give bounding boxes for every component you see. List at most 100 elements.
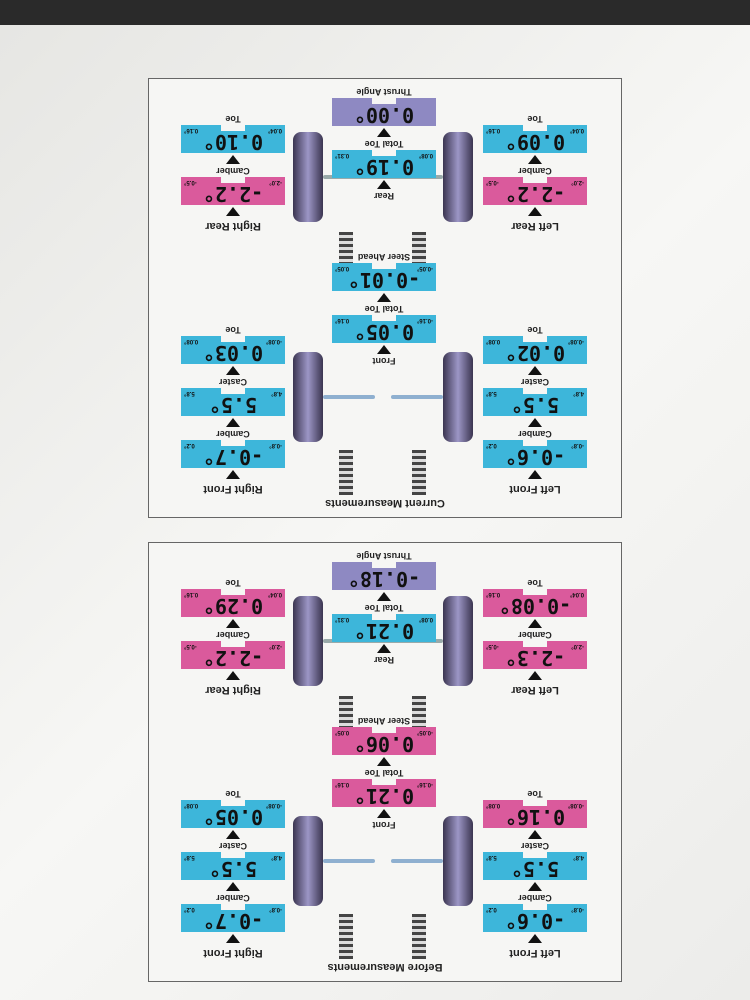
tolerance-notch <box>372 263 396 269</box>
toe-gauge: 0.09° 0.04° 0.16° <box>483 125 587 154</box>
camber-gauge: -0.7° -0.8° 0.2° <box>181 904 285 933</box>
arrow-down-icon <box>377 757 391 766</box>
camber-value: -2.3° <box>504 646 566 670</box>
tolerance-notch <box>523 388 547 394</box>
arrow-down-icon <box>377 809 391 818</box>
spring-graphic <box>412 450 426 495</box>
total-toe-value: 0.05° <box>353 320 415 344</box>
toe-label: Toe <box>527 578 543 588</box>
tolerance-min: -0.8° <box>269 442 282 448</box>
toe-gauge: 0.10° 0.04° 0.16° <box>181 125 285 154</box>
tolerance-min: 4.8° <box>271 390 282 396</box>
camber-gauge: -2.2° -2.0° -0.5° <box>483 177 587 206</box>
tolerance-min: -0.08° <box>265 338 282 344</box>
total-toe-label: Total Toe <box>364 304 404 314</box>
tolerance-min: 0.04° <box>267 591 282 597</box>
camber-label: Camber <box>216 429 250 439</box>
wheel-label: Left Rear <box>511 220 559 232</box>
tolerance-max: 0.05° <box>335 265 350 271</box>
tolerance-max: 0.08° <box>486 338 501 344</box>
arrow-down-icon <box>528 830 542 839</box>
camber-label: Camber <box>518 893 552 903</box>
total-toe-label: Total Toe <box>364 139 404 149</box>
wheel-label: Left Front <box>509 483 561 495</box>
toe-label: Toe <box>527 325 543 335</box>
steer-ahead-gauge: -0.01° -0.05° 0.05° <box>332 263 436 292</box>
camber-label: Camber <box>216 166 250 176</box>
wheel-label: Right Rear <box>205 684 261 696</box>
tolerance-max: 0.2° <box>486 906 497 912</box>
tolerance-min: -2.0° <box>571 643 584 649</box>
arrow-down-icon <box>528 619 542 628</box>
camber-value: -0.6° <box>504 909 566 933</box>
tolerance-notch <box>523 125 547 131</box>
arrow-down-icon <box>528 155 542 164</box>
left-front-section: Left Front -0.6° -0.8° 0.2° Camber 5.5° … <box>481 325 589 495</box>
tolerance-notch <box>221 641 245 647</box>
total-toe-value: 0.21° <box>353 619 415 643</box>
thrust-angle-label: Thrust Angle <box>356 87 412 97</box>
arrow-down-icon <box>528 882 542 891</box>
tolerance-min: -2.0° <box>269 179 282 185</box>
tolerance-max: 0.16° <box>184 127 199 133</box>
control-arm <box>323 859 375 863</box>
caster-gauge: 5.5° 4.8° 5.8° <box>483 388 587 417</box>
camber-gauge: -0.6° -0.8° 0.2° <box>483 440 587 469</box>
total-toe-gauge: 0.19° 0.08° 0.31° <box>332 150 436 179</box>
arrow-down-icon <box>377 128 391 137</box>
spring-graphic <box>412 914 426 959</box>
tolerance-min: -0.8° <box>571 442 584 448</box>
total-toe-label: Total Toe <box>364 768 404 778</box>
arrow-down-icon <box>226 671 240 680</box>
measurements-panel: Before Measurements Left Front -0.6° -0.… <box>148 542 622 982</box>
tolerance-max: 0.16° <box>486 591 501 597</box>
tolerance-min: -0.08° <box>567 338 584 344</box>
arrow-down-icon <box>226 155 240 164</box>
total-toe-gauge: 0.21° -0.16° 0.16° <box>332 779 436 808</box>
tolerance-notch <box>372 727 396 733</box>
toe-value: -0.08° <box>498 594 572 618</box>
front-section: Front 0.05° -0.16° 0.16° Total Toe -0.01… <box>330 252 438 367</box>
wheel-label: Right Front <box>203 483 263 495</box>
wheel-graphic <box>293 352 323 442</box>
tolerance-notch <box>372 150 396 156</box>
tolerance-max: -0.5° <box>486 179 499 185</box>
tolerance-max: 5.8° <box>486 390 497 396</box>
right-front-section: Right Front -0.7° -0.8° 0.2° Camber 5.5°… <box>179 325 287 495</box>
tolerance-max: 0.16° <box>184 591 199 597</box>
caster-value: 5.5° <box>510 393 560 417</box>
camber-gauge: -0.7° -0.8° 0.2° <box>181 440 285 469</box>
arrow-down-icon <box>528 418 542 427</box>
left-rear-section: Left Rear -2.3° -2.0° -0.5° Camber -0.08… <box>481 578 589 696</box>
spring-graphic <box>339 914 353 959</box>
toe-value: 0.03° <box>202 341 264 365</box>
caster-label: Caster <box>521 841 550 851</box>
tolerance-min: -2.0° <box>571 179 584 185</box>
toe-label: Toe <box>527 114 543 124</box>
caster-gauge: 5.5° 4.8° 5.8° <box>181 852 285 881</box>
tolerance-min: 0.04° <box>569 591 584 597</box>
toe-label: Toe <box>225 789 241 799</box>
toe-label: Toe <box>225 325 241 335</box>
toe-gauge: -0.08° 0.04° 0.16° <box>483 589 587 618</box>
steer-ahead-value: -0.01° <box>347 268 421 292</box>
tolerance-max: 0.31° <box>335 152 350 158</box>
arrow-down-icon <box>226 830 240 839</box>
right-rear-section: Right Rear -2.2° -2.0° -0.5° Camber 0.10… <box>179 114 287 232</box>
tolerance-min: -2.0° <box>269 643 282 649</box>
tolerance-notch <box>221 800 245 806</box>
tolerance-max: 0.16° <box>486 127 501 133</box>
control-arm <box>391 859 443 863</box>
position-label: Front <box>372 820 396 830</box>
rear-section: Rear 0.19° 0.08° 0.31° Total Toe 0.00° T… <box>330 87 438 202</box>
tolerance-min: -0.08° <box>265 802 282 808</box>
arrow-down-icon <box>377 180 391 189</box>
arrow-down-icon <box>377 644 391 653</box>
wheel-graphic <box>293 596 323 686</box>
thrust-angle-gauge: -0.18° <box>332 562 436 591</box>
total-toe-label: Total Toe <box>364 603 404 613</box>
thrust-angle-gauge: 0.00° <box>332 98 436 127</box>
thrust-angle-value: -0.18° <box>347 567 421 591</box>
panel-title: Before Measurements <box>327 961 443 973</box>
